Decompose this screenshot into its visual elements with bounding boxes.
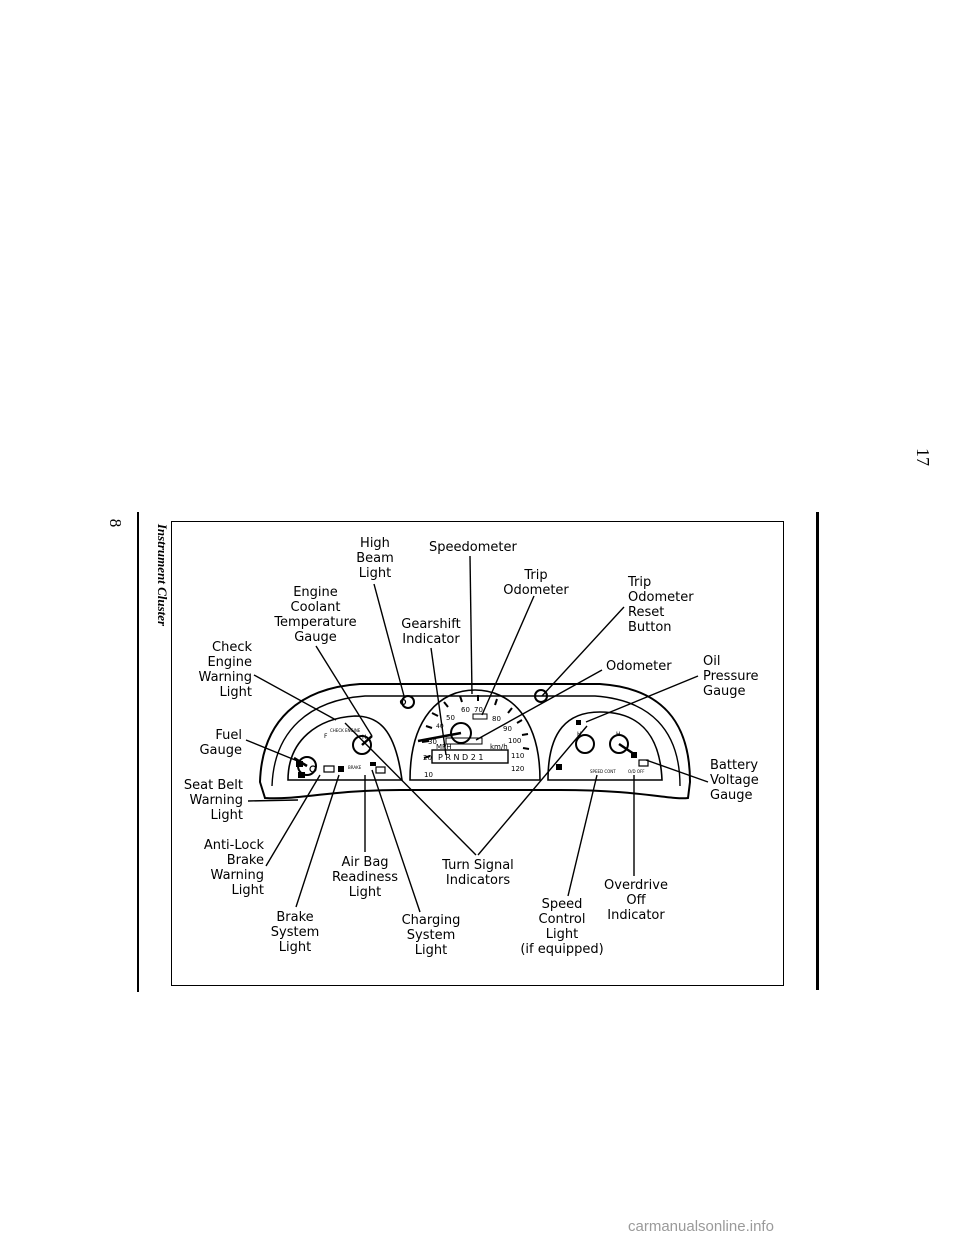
leader-speed-control [567, 774, 598, 897]
leader-charging [371, 769, 421, 913]
tick-120: 120 [511, 765, 524, 773]
leader-brake-system [295, 774, 340, 908]
watermark-text: carmanualsonline.info [628, 1218, 774, 1235]
label-oil-pressure: Oil Pressure Gauge [703, 654, 759, 699]
label-charging-system: Charging System Light [401, 913, 461, 958]
brake-text: BRAKE [348, 765, 362, 770]
batt-high-mark: H [616, 731, 621, 738]
leader-fuel [245, 739, 301, 763]
label-speedometer: Speedometer [429, 540, 517, 555]
leader-speedometer [469, 555, 473, 695]
tick-50: 50 [446, 714, 455, 722]
label-trip-odometer: Trip Odometer [503, 568, 569, 598]
cluster-inner-bezel [271, 695, 681, 787]
leader-turn-signal-left [344, 722, 477, 856]
left-rule [137, 512, 139, 992]
speed-cont-text: SPEED CONT [590, 769, 616, 774]
tick-40: 40 [436, 723, 444, 730]
leader-turn-signal-right [477, 725, 588, 856]
label-air-bag: Air Bag Readiness Light [331, 855, 399, 900]
od-off-text: O/D OFF [628, 769, 645, 774]
label-speed-control: Speed Control Light (if equipped) [520, 897, 604, 957]
leader-anti-lock [265, 774, 321, 867]
illustration-frame [171, 521, 784, 986]
leader-oil-pressure [585, 675, 699, 723]
label-odometer: Odometer [606, 659, 672, 674]
label-anti-lock: Anti-Lock Brake Warning Light [203, 838, 264, 898]
leader-seat-belt [247, 799, 299, 802]
tick-20: 20 [423, 754, 432, 762]
label-engine-coolant: Engine Coolant Temperature Gauge [274, 585, 357, 645]
right-rule [816, 512, 819, 990]
label-seat-belt: Seat Belt Warning Light [183, 778, 243, 823]
tick-10: 10 [424, 771, 433, 779]
label-brake-system: Brake System Light [270, 910, 320, 955]
tick-30: 30 [428, 738, 437, 746]
label-gearshift: Gearshift Indicator [401, 617, 461, 647]
gear-indicator-box [431, 749, 509, 764]
tick-70: 70 [474, 706, 483, 714]
leader-engine-coolant [315, 645, 373, 737]
label-high-beam: High Beam Light [356, 536, 394, 581]
leader-gearshift [430, 647, 447, 756]
tick-110: 110 [511, 752, 524, 760]
fuel-full-mark: F [324, 733, 328, 740]
tick-80: 80 [492, 715, 501, 723]
label-battery-voltage: Battery Voltage Gauge [710, 758, 759, 803]
right-gauge-pod [547, 711, 663, 781]
leader-check-engine [253, 674, 337, 721]
mph-unit: MPH [436, 743, 452, 751]
leader-odometer [475, 669, 603, 741]
tick-100: 100 [508, 737, 521, 745]
label-trip-reset: Trip Odometer Reset Button [628, 575, 694, 635]
leader-battery [645, 759, 709, 783]
kmh-unit: km/h [490, 743, 508, 751]
label-overdrive-off: Overdrive Off Indicator [604, 878, 668, 923]
leader-trip-odometer [481, 595, 535, 716]
label-check-engine: Check Engine Warning Light [198, 640, 252, 700]
check-engine-text: CHECK ENGINE [330, 728, 361, 733]
tick-60: 60 [461, 706, 470, 714]
leader-trip-reset [541, 606, 625, 697]
oil-high-mark: H [577, 731, 582, 738]
cluster-outer-housing [258, 683, 692, 800]
leader-high-beam [373, 583, 405, 697]
gear-positions: P R N D 2 1 [438, 753, 483, 762]
tick-90: 90 [503, 725, 512, 733]
speedometer-pod [409, 689, 541, 781]
label-turn-signal: Turn Signal Indicators [442, 858, 514, 888]
label-fuel-gauge: Fuel Gauge [199, 728, 242, 758]
left-gauge-pod [287, 715, 403, 781]
temp-hot-mark: H [362, 734, 367, 741]
